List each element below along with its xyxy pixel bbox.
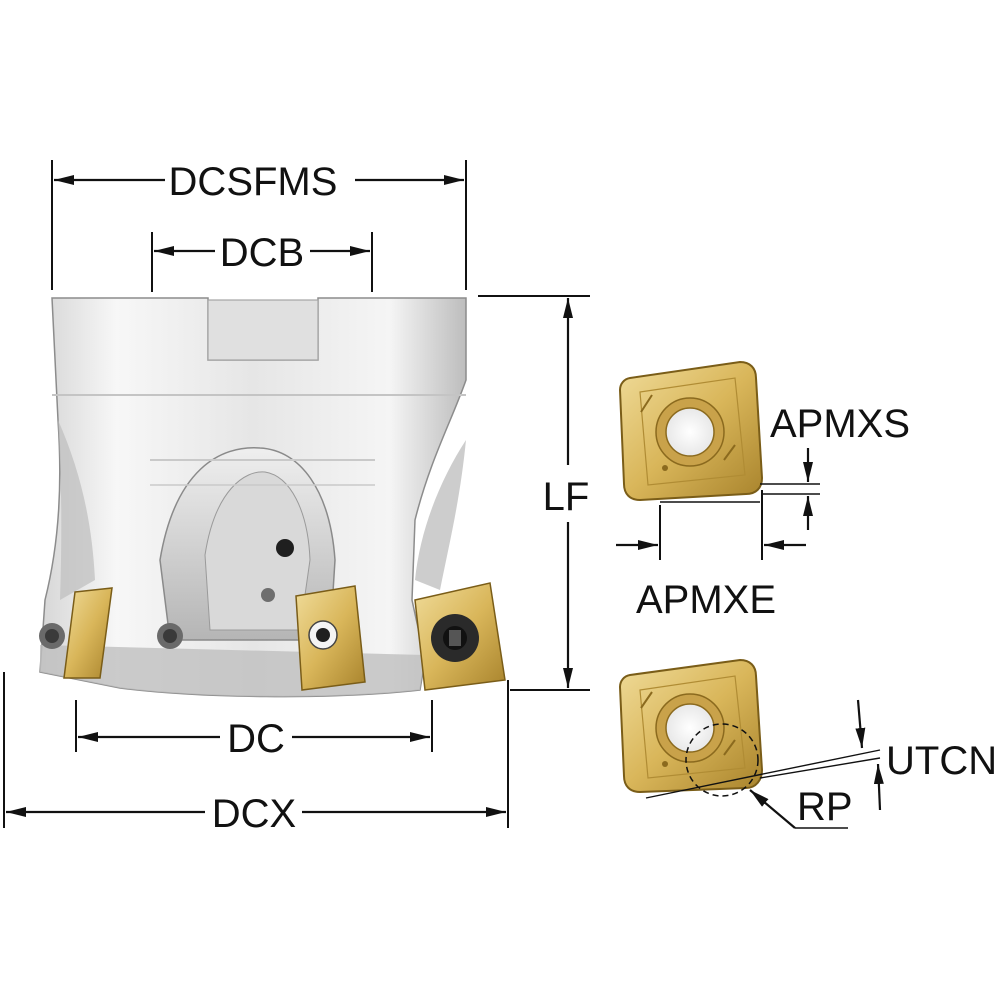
dimension-dcb: DCB — [151, 231, 373, 292]
dimension-apmxe: APMXE — [616, 490, 806, 622]
cutter-insert-right — [414, 582, 506, 691]
label-rp: RP — [797, 785, 853, 829]
label-lf: LF — [543, 475, 590, 519]
dimension-apmxs: APMXS — [760, 402, 910, 530]
label-apmxe: APMXE — [636, 578, 776, 622]
label-utcn: UTCN — [886, 739, 997, 783]
dimension-lf: LF — [478, 295, 590, 691]
label-dcsfms: DCSFMS — [169, 160, 338, 204]
insert-detail-top — [618, 360, 764, 502]
cutter-insert-center — [295, 585, 366, 691]
label-dcx: DCX — [212, 792, 296, 836]
dimension-dc: DC — [75, 700, 433, 761]
dimension-utcn: UTCN — [645, 699, 997, 811]
dimension-dcx: DCX — [3, 672, 509, 836]
corner-radius-circle — [685, 723, 759, 797]
cutter-insert-left — [63, 587, 113, 679]
dimension-rp: RP — [749, 785, 853, 829]
label-dc: DC — [227, 717, 285, 761]
dimension-dcsfms: DCSFMS — [51, 160, 467, 290]
label-apmxs: APMXS — [770, 402, 910, 446]
insert-detail-bottom — [618, 658, 764, 797]
label-dcb: DCB — [220, 231, 304, 275]
